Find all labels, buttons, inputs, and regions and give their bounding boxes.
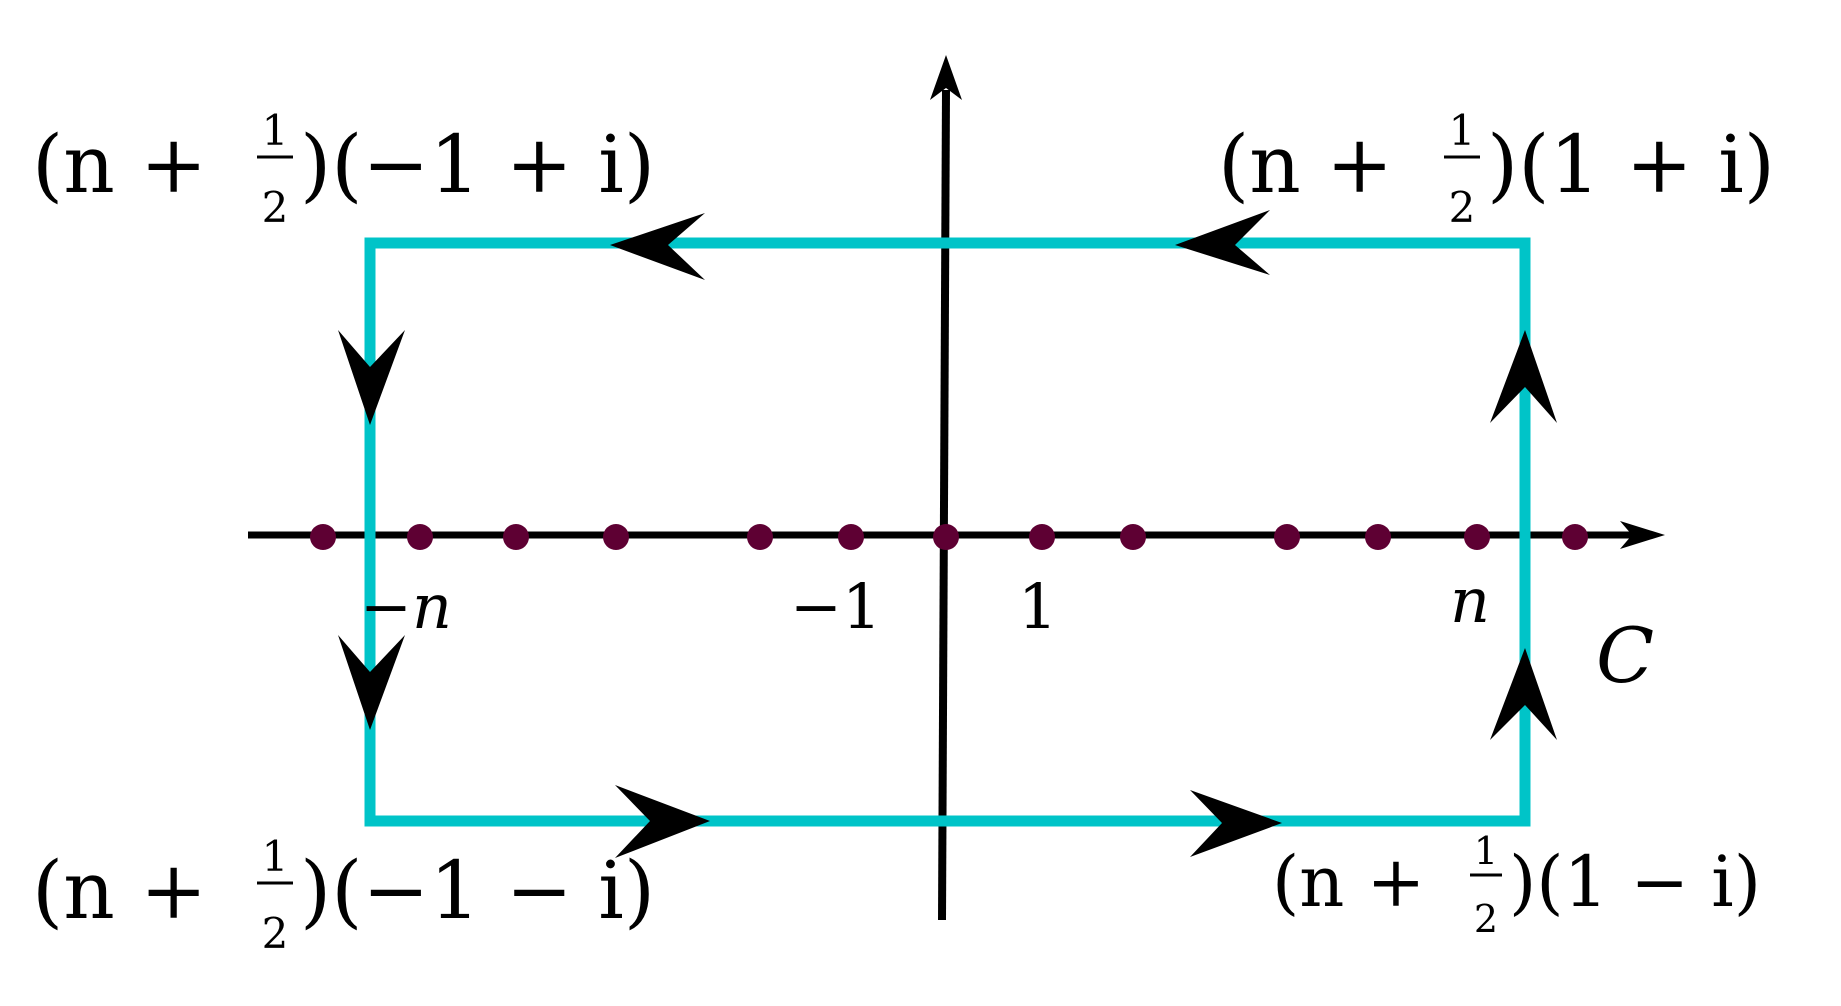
real-axis-arrowhead <box>1620 521 1665 549</box>
pole-point <box>1029 524 1055 550</box>
fraction-numerator: 1 <box>1449 106 1476 155</box>
pole-point <box>933 524 959 550</box>
corner-label-top-right: (n + 1 2 )(1 + i) <box>1218 106 1775 232</box>
arrow-top-right <box>1175 210 1270 275</box>
fraction-denominator: 2 <box>1474 897 1498 941</box>
tick-label-one: 1 <box>1018 570 1057 643</box>
corner-label-top-left: (n + 1 2 )(−1 + i) <box>32 106 655 232</box>
fraction-numerator: 1 <box>1474 829 1498 873</box>
arrow-top-left <box>610 213 705 280</box>
corner-label-bottom-left: (n + 1 2 )(−1 − i) <box>32 832 655 958</box>
pole-point <box>603 524 629 550</box>
corner-label-lead: (n + <box>1272 841 1425 923</box>
corner-label-tail: )(1 − i) <box>1509 841 1761 923</box>
direction-arrows <box>338 210 1557 858</box>
arrow-bottom-right <box>1190 790 1282 857</box>
corner-label-lead: (n + <box>32 844 207 937</box>
pole-point <box>747 524 773 550</box>
imaginary-axis <box>938 89 950 921</box>
tick-label-n: n <box>1450 564 1490 637</box>
pole-point <box>1562 524 1588 550</box>
tick-labels: −n −1 1 n <box>360 564 1490 643</box>
pole-point <box>407 524 433 550</box>
arrow-left-lower <box>338 635 405 730</box>
pole-point <box>838 524 864 550</box>
pole-point <box>1464 524 1490 550</box>
contour-label: C <box>1596 611 1654 700</box>
fraction-numerator: 1 <box>262 106 289 155</box>
pole-point <box>503 524 529 550</box>
pole-point <box>1274 524 1300 550</box>
arrow-right-upper <box>1490 330 1557 423</box>
corner-label-lead: (n + <box>1218 118 1393 211</box>
fraction-denominator: 2 <box>262 909 289 958</box>
corner-label-tail: )(−1 + i) <box>300 118 655 211</box>
corner-label-lead: (n + <box>32 118 207 211</box>
arrow-right-lower <box>1490 648 1557 740</box>
fraction-denominator: 2 <box>1449 183 1476 232</box>
contour-rectangle <box>364 237 1531 827</box>
pole-point <box>310 524 336 550</box>
poles <box>310 524 1588 550</box>
pole-point <box>1120 524 1146 550</box>
corner-label-tail: )(−1 − i) <box>300 844 655 937</box>
tick-label-neg-n: −n <box>360 570 452 643</box>
fraction-denominator: 2 <box>262 183 289 232</box>
corner-label-tail: )(1 + i) <box>1487 118 1775 211</box>
fraction-numerator: 1 <box>262 832 289 881</box>
imaginary-axis-arrowhead <box>930 55 962 100</box>
tick-label-neg-one: −1 <box>790 570 881 643</box>
pole-point <box>1365 524 1391 550</box>
arrow-left-upper <box>338 330 405 425</box>
corner-label-bottom-right: (n + 1 2 )(1 − i) <box>1272 829 1761 941</box>
arrow-bottom-left <box>615 785 710 858</box>
